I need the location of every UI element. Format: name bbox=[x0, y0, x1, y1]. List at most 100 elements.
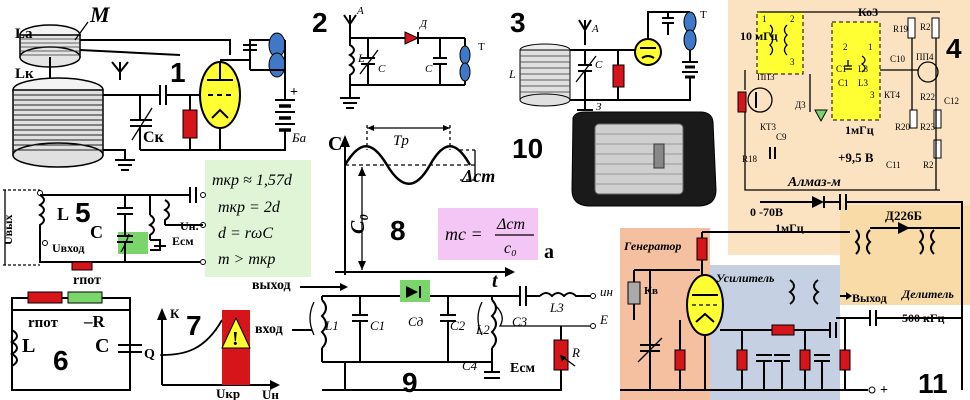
fig3-number: 3 bbox=[510, 7, 526, 38]
fig4-r19: R19 bbox=[893, 24, 909, 34]
fig9: выход вход L1 C1 Cд C2 L2 C3 L3 uн bbox=[252, 278, 613, 398]
fig1-ck-label: Cк bbox=[143, 129, 165, 146]
fig4-led bbox=[814, 109, 828, 123]
fig2: 2 A L C Д C T bbox=[312, 5, 485, 109]
fig7: К Q ! Uкр Uн 7 bbox=[144, 306, 280, 400]
mc-lhs: mc = bbox=[445, 224, 483, 244]
fig6-l: L bbox=[22, 335, 35, 357]
fig8-c0: C₀ bbox=[347, 214, 369, 234]
fig4-title: Алмаз-м bbox=[787, 175, 841, 190]
fig8-number: 8 bbox=[390, 215, 406, 246]
fig8-c: C bbox=[328, 133, 342, 155]
fig9-cd: Cд bbox=[408, 314, 424, 329]
fig1-lk-label: Lк bbox=[15, 66, 34, 82]
fig5-uvhod: Uвход bbox=[52, 241, 84, 255]
formula-box bbox=[205, 160, 311, 277]
fig4-v95: +9,5 В bbox=[838, 150, 874, 165]
mc-label-a: a bbox=[544, 241, 554, 263]
fig9-vhod: вход bbox=[255, 322, 283, 337]
fig4-p3b: 3 bbox=[870, 90, 875, 100]
fig1-number: 1 bbox=[170, 57, 186, 88]
fig4-p1b: 1 bbox=[868, 42, 873, 52]
fig8-tp: Tр bbox=[393, 133, 409, 149]
fig1-ba-label: Бa bbox=[291, 130, 307, 145]
fig4-c1b: С1 bbox=[838, 78, 849, 88]
fig4-p1: 1 bbox=[762, 14, 767, 24]
fig6-mr: –R bbox=[83, 312, 106, 331]
fig4-c1a: С1 bbox=[836, 64, 847, 74]
fig4-f1: 1мГц bbox=[845, 123, 874, 137]
fig2-t: T bbox=[478, 41, 485, 53]
fig9-un: uн bbox=[600, 284, 613, 299]
fig11: 0 -70В Д226Б 1мГц Генератор Кв Усилитель bbox=[620, 194, 963, 399]
fig5: Uвых L 5 C Uвход Uн. Есм rпот bbox=[1, 187, 206, 288]
fig4-p2b: 2 bbox=[843, 42, 848, 52]
fig1-la-label: Lа bbox=[15, 26, 33, 42]
fig9-l2: L2 bbox=[475, 322, 490, 337]
fig1-resistor bbox=[182, 109, 198, 139]
fig1-m-label: M bbox=[89, 2, 111, 27]
fig9-esm: Есм bbox=[510, 361, 536, 376]
fig8-dcm: Δcm bbox=[461, 166, 495, 186]
fig6-rpot: rпот bbox=[28, 315, 59, 331]
fig4-kt3: КТ3 bbox=[760, 122, 777, 132]
fig4-p2: 2 bbox=[790, 14, 795, 24]
formula-4: m > mкр bbox=[218, 251, 275, 268]
fig7-warning: ! bbox=[232, 328, 239, 350]
fig10: 10 bbox=[512, 111, 717, 207]
formula-panel: mкр ≈ 1,57d mкр = 2d d = rωC m > mкр bbox=[212, 172, 293, 268]
fig9-number: 9 bbox=[402, 367, 418, 398]
fig1: Lа Lк M Cк bbox=[12, 2, 307, 171]
fig11-gen: Генератор bbox=[623, 239, 681, 253]
fig4-r21: R21 bbox=[920, 22, 935, 32]
fig4-kt4: КТ4 bbox=[884, 90, 901, 100]
fig9-c2: C2 bbox=[450, 318, 466, 333]
fig3-t: T bbox=[700, 9, 707, 21]
fig5-number: 5 bbox=[75, 197, 91, 228]
fig7-q: Q bbox=[144, 347, 155, 362]
fig10-speaker-grille bbox=[594, 123, 684, 195]
fig9-c4: C4 bbox=[462, 358, 478, 373]
fig4-c9: С9 bbox=[776, 132, 787, 142]
fig4-coil-10mhz bbox=[756, 11, 804, 75]
formula-3: d = rωC bbox=[218, 225, 273, 242]
fig7-k: К bbox=[170, 306, 180, 321]
fig3-c: C bbox=[595, 59, 603, 71]
fig4-c10: С10 bbox=[890, 54, 906, 64]
fig2-diode bbox=[404, 31, 420, 45]
fig4-c11: С11 bbox=[886, 160, 901, 170]
fig4-d3: Д3 bbox=[795, 100, 806, 110]
fig11-divider-panel bbox=[840, 205, 970, 305]
fig4-coil-1mhz bbox=[831, 21, 881, 121]
fig4-pp4: ПП4 bbox=[916, 52, 934, 62]
fig4-r20: R20 bbox=[895, 122, 911, 132]
fig11-div: Делитель bbox=[901, 287, 954, 301]
fig4-c12: С12 bbox=[944, 96, 959, 106]
fig11-top-v: 0 -70В bbox=[750, 205, 783, 219]
fig5-rpot: rпот bbox=[73, 273, 101, 288]
fig5-esm: Есм bbox=[172, 234, 194, 248]
fig7-ukr: Uкр bbox=[216, 386, 240, 400]
fig6-c: C bbox=[95, 335, 109, 357]
fig3-z: З bbox=[596, 101, 602, 113]
fig4-r22: R22 bbox=[920, 92, 935, 102]
fig11-f500: 500 кГц bbox=[902, 311, 945, 325]
fig9-l1: L1 bbox=[324, 318, 339, 333]
fig2-c2: C bbox=[425, 63, 433, 75]
fig8-wave bbox=[343, 145, 472, 185]
fig9-e: E bbox=[599, 312, 608, 327]
mc-formula: mc = Δcm c₀ a bbox=[445, 216, 554, 263]
fig5-uvyh: Uвых bbox=[1, 214, 15, 245]
fig7-number: 7 bbox=[186, 310, 202, 341]
mc-denominator: c₀ bbox=[504, 240, 517, 257]
fig2-number: 2 bbox=[312, 7, 328, 38]
fig11-number: 11 bbox=[918, 368, 948, 399]
fig4-l3b: L3 bbox=[858, 78, 868, 88]
fig1-plus: + bbox=[290, 85, 298, 100]
fig11-out: Выход bbox=[852, 291, 887, 305]
fig4-r18: R18 bbox=[742, 154, 758, 164]
fig2-c1: C bbox=[378, 63, 386, 75]
fig11-plus: + bbox=[880, 383, 888, 398]
fig9-l3: L3 bbox=[549, 300, 564, 315]
